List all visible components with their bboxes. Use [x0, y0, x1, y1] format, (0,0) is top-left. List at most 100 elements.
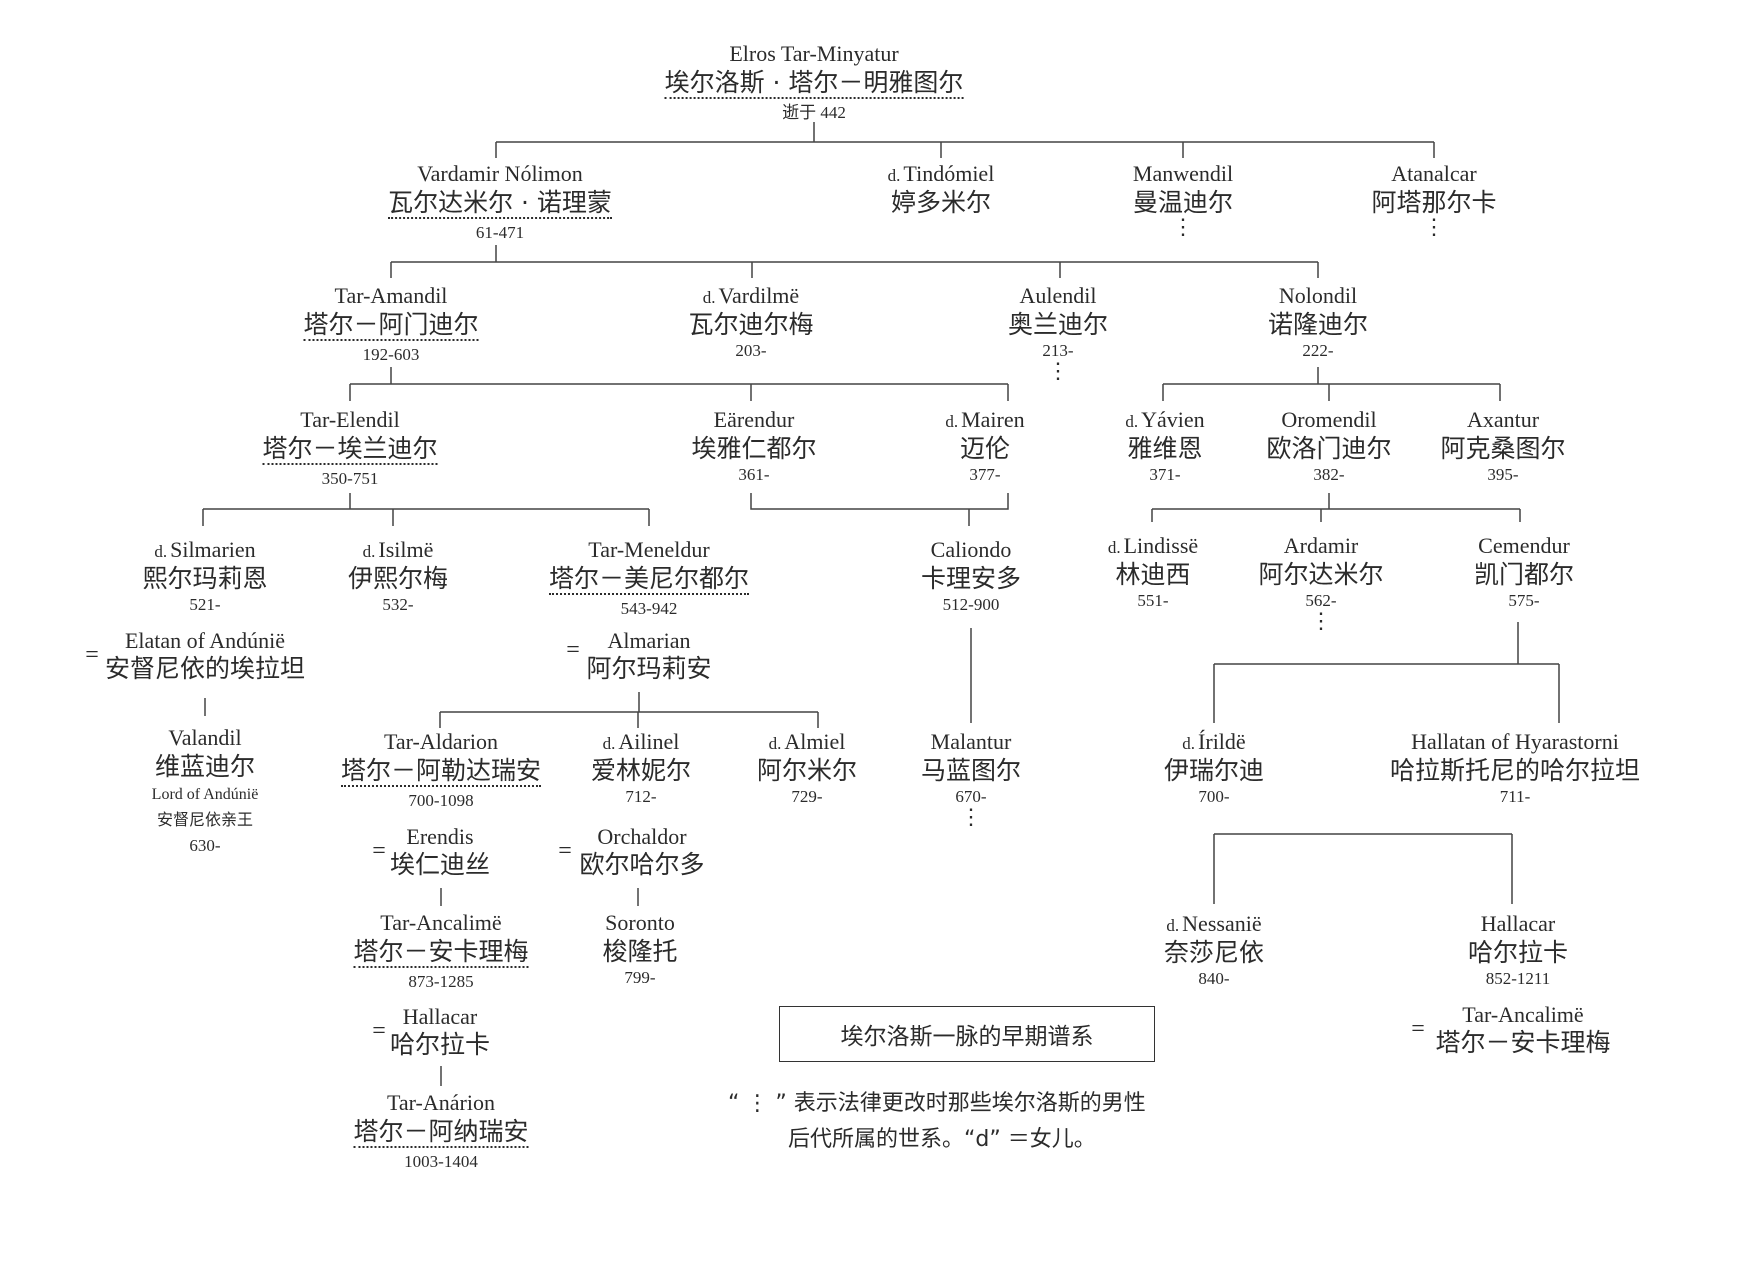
person-dates: 551- — [1137, 591, 1169, 610]
person-name: Axantur — [1466, 407, 1540, 432]
person-name-zh: 埃尔洛斯 · 塔尔－明雅图尔 — [664, 68, 964, 99]
person-lindisse: d.Lindissë 林迪西 551- — [1108, 533, 1199, 610]
person-isilme: d.Isilmë 伊熙尔梅 532- — [347, 539, 449, 614]
connector-lines — [202, 122, 1560, 1086]
person-dates: 203- — [735, 341, 767, 360]
spouse-equals: = — [566, 637, 580, 663]
person-name-zh: 阿塔那尔卡 — [1371, 188, 1497, 217]
spouse-name: Erendis — [406, 824, 474, 849]
person-vardamir: Vardamir Nólimon 瓦尔达米尔 · 诺理蒙 61-471 — [388, 163, 612, 241]
person-axantur: Axantur 阿克桑图尔 395- — [1440, 407, 1565, 484]
vertical-ellipsis: ⋮ — [1309, 609, 1332, 634]
person-cemendur: Cemendur 凯门都尔 575- — [1473, 533, 1575, 610]
person-name-zh: 婷多米尔 — [890, 188, 992, 217]
person-dates: 670- — [955, 787, 987, 806]
spouse-name-zh: 安督尼依的埃拉坦 — [104, 654, 306, 683]
person-name: Vardilmë — [718, 283, 800, 308]
spouse-name-zh: 欧尔哈尔多 — [579, 850, 705, 879]
daughter-mark: d. — [887, 166, 901, 185]
person-name: Manwendil — [1132, 161, 1234, 186]
person-valandil: Valandil 维蓝迪尔 Lord of Andúnië 安督尼依亲王 630… — [151, 727, 259, 855]
person-dates: 361- — [738, 465, 770, 484]
person-name: Eärendur — [713, 407, 795, 432]
daughter-mark: d. — [768, 734, 782, 753]
person-dates: 1003-1404 — [404, 1152, 478, 1171]
person-name: Írildë — [1198, 729, 1246, 754]
person-name-zh: 凯门都尔 — [1473, 560, 1575, 589]
spouse-equals: = — [372, 1018, 386, 1044]
person-meneldur: Tar-Meneldur 塔尔－美尼尔都尔 543-942 — [548, 539, 750, 618]
person-earendur: Eärendur 埃雅仁都尔 361- — [691, 407, 816, 484]
legend-note-line2: 后代所属的世系。“d” ＝女儿。 — [788, 1127, 1096, 1152]
person-name: Aulendil — [1019, 283, 1097, 308]
spouse-elatan: Elatan of Andúnië 安督尼依的埃拉坦 — [104, 630, 306, 683]
person-dates: 840- — [1198, 969, 1230, 988]
person-name-zh: 瓦尔迪尔梅 — [688, 310, 814, 339]
person-anarion: Tar-Anárion 塔尔－阿纳瑞安 1003-1404 — [353, 1090, 529, 1171]
person-dates: 382- — [1313, 465, 1345, 484]
person-elendil: Tar-Elendil 塔尔－埃兰迪尔 350-751 — [262, 407, 438, 487]
daughter-mark: d. — [702, 288, 716, 307]
person-name: Tar-Anárion — [387, 1090, 495, 1115]
person-ancalime: Tar-Ancalimë 塔尔－安卡理梅 873-1285 — [353, 912, 529, 991]
person-name: Tar-Amandil — [334, 283, 448, 308]
daughter-mark: d. — [945, 412, 959, 431]
person-name-zh: 欧洛门迪尔 — [1266, 434, 1392, 463]
person-tindomiel: d.Tindómiel 婷多米尔 — [887, 163, 995, 217]
person-name: Cemendur — [1478, 533, 1570, 558]
person-name-zh: 哈拉斯托尼的哈尔拉坦 — [1389, 756, 1641, 785]
person-dates: 192-603 — [362, 345, 420, 364]
spouse-name: Almarian — [607, 628, 691, 653]
person-name: Lindissë — [1123, 533, 1199, 558]
daughter-mark: d. — [154, 542, 168, 561]
person-name-zh: 梭隆托 — [602, 937, 678, 966]
person-name-zh: 维蓝迪尔 — [154, 752, 255, 781]
person-title-zh: 安督尼依亲王 — [156, 810, 253, 829]
spouse-almarian: Almarian 阿尔玛莉安 — [586, 628, 711, 682]
person-amandil: Tar-Amandil 塔尔－阿门迪尔 192-603 — [303, 283, 479, 364]
spouse-erendis: Erendis 埃仁迪丝 — [389, 824, 491, 879]
person-oromendil: Oromendil 欧洛门迪尔 382- — [1266, 409, 1392, 484]
person-elros: Elros Tar-Minyatur 埃尔洛斯 · 塔尔－明雅图尔 逝于 442 — [664, 43, 964, 121]
person-title: Lord of Andúnië — [151, 786, 259, 803]
person-name: Almiel — [784, 729, 846, 754]
person-irilde: d.Írildë 伊瑞尔迪 700- — [1163, 729, 1265, 806]
person-dates: 222- — [1302, 341, 1334, 360]
spouse-equals: = — [372, 838, 386, 864]
person-name: Ardamir — [1283, 533, 1359, 558]
person-dates: 543-942 — [620, 599, 678, 618]
person-name-zh: 阿尔达米尔 — [1258, 560, 1384, 589]
person-name: Atanalcar — [1391, 161, 1477, 186]
spouse-equals: = — [85, 642, 99, 668]
spouse-orchaldor: Orchaldor 欧尔哈尔多 — [579, 826, 705, 879]
daughter-mark: d. — [1166, 916, 1180, 935]
person-dates: 61-471 — [475, 223, 525, 242]
legend-note: “ ⋮ ” 表示法律更改时那些埃尔洛斯的男性 后代所属的世系。“d” ＝女儿。 — [728, 1086, 1146, 1158]
spouse-name-zh: 埃仁迪丝 — [389, 850, 491, 879]
person-name: Caliondo — [930, 537, 1012, 562]
person-dates: 532- — [382, 595, 414, 614]
person-ailinel: d.Ailinel 爱林妮尔 712- — [591, 731, 691, 806]
person-dates: 799- — [624, 968, 656, 987]
vertical-ellipsis: ⋮ — [1422, 215, 1445, 240]
person-soronto: Soronto 梭隆托 799- — [602, 912, 678, 987]
person-name-zh: 伊瑞尔迪 — [1163, 756, 1265, 785]
spouse-name-zh: 哈尔拉卡 — [389, 1030, 491, 1059]
person-name-zh: 林迪西 — [1115, 560, 1191, 589]
person-name-zh: 伊熙尔梅 — [347, 564, 449, 593]
spouse-ancalime: Tar-Ancalimë 塔尔－安卡理梅 — [1435, 1004, 1610, 1056]
person-aldarion: Tar-Aldarion 塔尔－阿勒达瑞安 700-1098 — [340, 731, 542, 809]
person-name: Tar-Elendil — [300, 407, 400, 432]
person-name-zh: 塔尔－埃兰迪尔 — [262, 434, 438, 465]
person-name: Hallatan of Hyarastorni — [1411, 729, 1619, 754]
person-hallacar: Hallacar 哈尔拉卡 852-1211 — [1468, 911, 1568, 988]
person-dates: 873-1285 — [408, 972, 474, 991]
person-name-zh: 奈莎尼依 — [1163, 938, 1265, 967]
person-nolondil: Nolondil 诺隆迪尔 222- — [1268, 285, 1368, 360]
person-name-zh: 雅维恩 — [1127, 434, 1203, 463]
person-dates: 712- — [625, 787, 657, 806]
daughter-mark: d. — [362, 542, 376, 561]
person-name-zh: 奥兰迪尔 — [1007, 310, 1109, 339]
person-name: Hallacar — [1480, 911, 1556, 936]
spouse-equals: = — [558, 838, 572, 864]
